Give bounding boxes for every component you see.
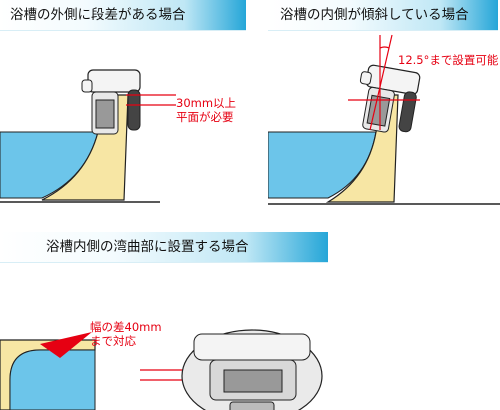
width-difference-note: 幅の差40mm まで対応 (90, 320, 162, 348)
outer-step-diagram (0, 69, 176, 203)
suction-clamp (81, 69, 141, 135)
note-line-2: 平面が必要 (176, 110, 234, 124)
width-difference-wedge (40, 332, 92, 358)
bathtub-water-top-view (9, 349, 96, 410)
inner-curve-diagram (0, 329, 323, 410)
panel-inner-slope: 浴槽の内側が傾斜している場合 12.5°まで設置可能 (268, 0, 500, 208)
panel-title: 浴槽の外側に段差がある場合 (10, 7, 186, 23)
angle-arc (379, 46, 390, 49)
flat-requirement-note: 30mm以上 平面が必要 (176, 96, 236, 124)
suction-clamp-top-view (181, 329, 323, 410)
panel-title-banner: 浴槽の外側に段差がある場合 (0, 0, 246, 31)
panel-title-banner: 浴槽内側の湾曲部に設置する場合 (0, 232, 328, 263)
note-line-2: まで対応 (90, 334, 136, 348)
tilt-limit-note: 12.5°まで設置可能 (398, 53, 499, 67)
panel-inner-curve: 浴槽内側の湾曲部に設置する場合 幅の差40mm まで対応 (0, 232, 330, 410)
panel-outer-step: 浴槽の外側に段差がある場合 30mm以上 平面が必要 (0, 0, 248, 208)
panel-title: 浴槽の内側が傾斜している場合 (280, 7, 469, 23)
note-line-1: 30mm以上 (176, 96, 237, 110)
note-line-1: 幅の差40mm (90, 320, 162, 334)
panel-title: 浴槽内側の湾曲部に設置する場合 (46, 239, 249, 255)
inner-slope-diagram (268, 34, 500, 205)
panel-title-banner: 浴槽の内側が傾斜している場合 (268, 0, 498, 31)
angle-tilted-line (369, 34, 393, 131)
